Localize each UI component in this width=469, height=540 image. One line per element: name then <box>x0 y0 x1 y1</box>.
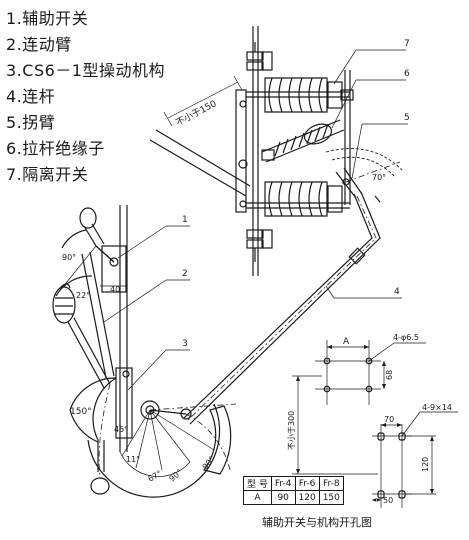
callout-3: 3 <box>182 339 188 349</box>
isolating-switch: 不小于150 70° <box>149 26 403 276</box>
dim-11deg: 11° <box>126 455 140 464</box>
legend-list: 1.辅助开关 2.连动臂 3.CS6－1型操动机构 4.连杆 5.拐臂 6.拉杆… <box>6 6 165 188</box>
legend-item-4: 4.连杆 <box>6 87 56 106</box>
legend-item-7: 7.隔离开关 <box>6 165 89 184</box>
dim-90deg: 90° <box>62 253 76 262</box>
linkage-rod <box>183 191 381 425</box>
callout-6: 6 <box>404 69 410 79</box>
dim-150deg: 150° <box>70 407 92 417</box>
legend-item-3: 3.CS6－1型操动机构 <box>6 61 165 80</box>
hole-spec-1: 4-φ6.5 <box>393 333 419 342</box>
dim-A: A <box>343 337 350 347</box>
dim-70: 70 <box>384 415 394 424</box>
dim-67deg: 67° <box>147 469 164 484</box>
table-row: A 90 120 150 <box>243 490 344 505</box>
dim-22deg: 22° <box>76 291 90 300</box>
table-cell: Fr-4 <box>270 476 296 491</box>
legend-item-2: 2.连动臂 <box>6 35 72 54</box>
callout-7: 7 <box>404 39 410 49</box>
table-cell: 型 号 <box>243 476 272 491</box>
table-cell: 90 <box>270 490 296 505</box>
table-cell: Fr-8 <box>318 476 344 491</box>
legend-item-1: 1.辅助开关 <box>6 9 89 28</box>
callout-leaders: 7 6 5 4 1 2 3 <box>103 39 410 391</box>
table-row: 型 号 Fr-4 Fr-6 Fr-8 <box>243 476 344 491</box>
callout-1: 1 <box>182 215 188 225</box>
hole-pattern-drawing: A 4-φ6.5 68 不小于300 70 4-9×14 120 <box>287 333 458 508</box>
model-table: 型 号 Fr-4 Fr-6 Fr-8 A 90 120 150 <box>243 476 344 505</box>
legend-item-6: 6.拉杆绝缘子 <box>6 139 105 158</box>
legend-item-5: 5.拐臂 <box>6 113 56 132</box>
hole-spec-2: 4-9×14 <box>422 403 452 412</box>
dim-70deg-top: 70° <box>372 173 386 182</box>
table-cell: 150 <box>318 490 344 505</box>
table-cell: Fr-6 <box>294 476 320 491</box>
callout-2: 2 <box>182 269 188 279</box>
dim-120: 120 <box>421 457 430 472</box>
callout-4: 4 <box>394 287 400 297</box>
operating-mechanism: 40 150° 90° 22° <box>52 205 237 498</box>
dim-40: 40 <box>110 285 120 294</box>
dim-45deg: 45° <box>114 425 128 434</box>
table-cell: 120 <box>294 490 320 505</box>
dim-min-150: 不小于150 <box>174 98 218 129</box>
dim-min-300: 不小于300 <box>287 411 296 450</box>
dim-68: 68 <box>385 370 394 380</box>
drawing-caption: 辅助开关与机构开孔图 <box>262 515 372 529</box>
callout-5: 5 <box>404 113 410 123</box>
dim-50: 50 <box>383 496 393 505</box>
dim-90deg-b1: 90° <box>168 468 185 484</box>
table-cell: A <box>243 490 272 505</box>
